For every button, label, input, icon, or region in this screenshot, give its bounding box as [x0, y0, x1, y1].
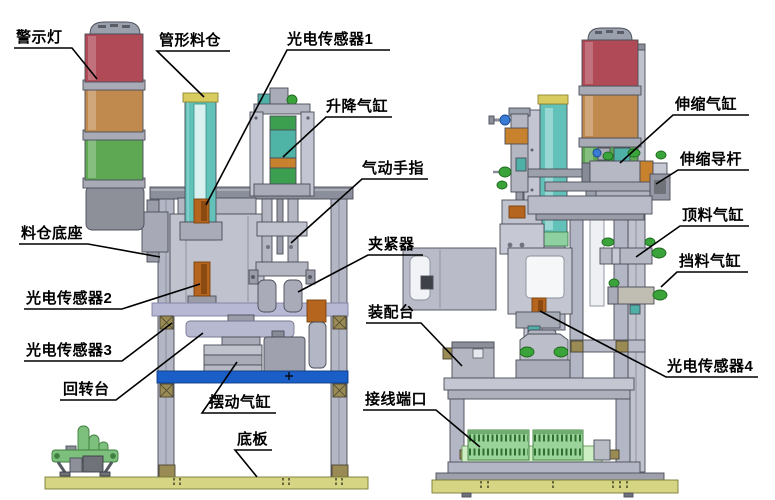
terminal-block-1 — [467, 429, 530, 461]
label-tube-hopper: 管形料仓 — [159, 31, 222, 49]
label-photo-sensor-1: 光电传感器1 — [286, 30, 373, 48]
label-stopper-cylinder: 挡料气缸 — [679, 252, 741, 270]
leader-terminal-port — [363, 409, 481, 448]
vertical-cylinder-assembly — [488, 107, 545, 255]
ejector-cylinder-part — [599, 237, 667, 265]
feeder-unit — [51, 425, 119, 477]
lift-cylinder-assembly — [249, 87, 315, 197]
leader-photo-sensor-2 — [24, 283, 201, 310]
warning-light-tower — [82, 21, 169, 253]
label-assembly-table: 装配台 — [367, 303, 415, 321]
tube-hopper — [179, 92, 223, 241]
left-base — [44, 464, 369, 490]
rotary-table-part — [185, 314, 295, 346]
label-telescopic-cylinder: 伸缩气缸 — [674, 95, 737, 113]
center-assembly — [507, 247, 573, 379]
label-pneumatic-finger: 气动手指 — [361, 159, 424, 177]
label-lift-cylinder: 升降气缸 — [326, 97, 388, 115]
leader-tube-hopper — [155, 50, 230, 98]
leader-photo-sensor-4 — [539, 310, 758, 378]
leader-assembly-table — [366, 322, 463, 367]
right-table — [443, 341, 635, 467]
label-base-plate: 底板 — [237, 430, 269, 448]
photo-sensor-2-part — [193, 261, 211, 297]
label-ejector-cylinder: 顶料气缸 — [682, 206, 744, 224]
callout-labels: 警示灯 管形料仓 光电传感器1 升降气缸 气动手指 夹紧器 料仓底座 光电传感器… — [14, 28, 758, 478]
leader-stopper-cylinder — [660, 271, 748, 288]
label-telescopic-guide-rod: 伸缩导杆 — [679, 150, 742, 168]
guide-rod-part — [527, 173, 671, 221]
leader-rotary-table — [60, 332, 204, 401]
clamper-fingers — [257, 279, 303, 313]
terminal-block-2 — [532, 429, 584, 461]
label-terminal-port: 接线端口 — [365, 390, 427, 408]
leader-clamper — [297, 254, 423, 293]
leader-swing-cylinder — [200, 361, 276, 414]
label-rotary-table: 回转台 — [63, 380, 110, 398]
hopper-base-block — [169, 197, 265, 305]
right-machine-view — [402, 27, 679, 498]
label-photo-sensor-2: 光电传感器2 — [25, 289, 112, 307]
leader-hopper-base — [19, 243, 161, 258]
label-swing-cylinder: 摆动气缸 — [209, 393, 271, 411]
leader-lines — [14, 47, 758, 478]
left-machine-view — [44, 21, 369, 490]
side-sensor-block — [306, 299, 327, 369]
right-base — [431, 461, 679, 498]
leader-telescopic-guide-rod — [655, 169, 749, 185]
corner-brackets — [159, 315, 347, 398]
label-photo-sensor-3: 光电传感器3 — [25, 341, 112, 359]
leader-telescopic-cylinder — [619, 114, 749, 164]
swing-cylinder-part — [203, 330, 306, 376]
label-photo-sensor-4: 光电传感器4 — [666, 357, 754, 375]
leader-lift-cylinder — [282, 116, 392, 158]
leader-photo-sensor-3 — [24, 322, 173, 362]
photo-sensor-1-part — [193, 198, 210, 224]
leader-ejector-cylinder — [635, 225, 749, 258]
pneumatic-finger-assembly — [248, 198, 316, 313]
leader-base-plate — [233, 449, 272, 478]
terminal-blocks — [461, 429, 611, 465]
label-warning-light: 警示灯 — [15, 28, 63, 46]
stopper-cylinder-part — [607, 278, 668, 315]
label-hopper-base: 料仓底座 — [21, 224, 83, 242]
turntable-blue-plate — [156, 370, 349, 384]
leader-pneumatic-finger — [290, 178, 428, 244]
leader-warning-light — [14, 47, 98, 80]
leader-photo-sensor-1 — [205, 49, 390, 206]
label-clamper: 夹紧器 — [368, 235, 415, 253]
finger-assembly-side — [402, 247, 497, 360]
